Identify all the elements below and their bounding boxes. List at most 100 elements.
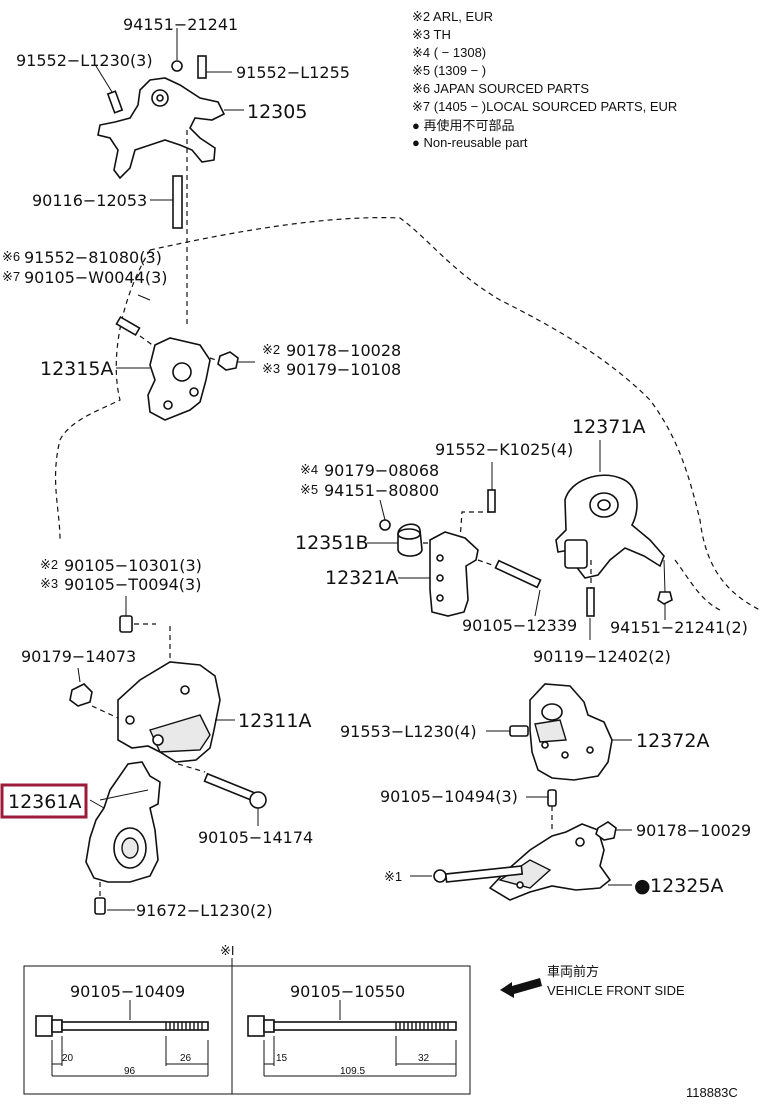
label-91552-81080: 91552−81080(3) [24,248,162,267]
bracket-12311A-group [69,596,267,826]
label-94151-21241-top: 94151−21241 [123,15,238,34]
bolt-spec-table [23,965,471,1095]
label-90179-08068: 90179−08068 [324,461,439,480]
engine-outline [54,217,760,611]
bolt-head-icon [433,869,447,883]
upper-mount-12305-group [95,28,244,325]
label-12325A: 12325A [650,875,723,897]
mount-bracket-12315A-group [115,294,255,421]
label-90178-10029: 90178−10029 [636,821,751,840]
mark-3b: ※3 [40,576,58,591]
label-91552-L1230: 91552−L1230(3) [16,51,153,70]
mark-3a: ※3 [262,361,280,376]
nut-90178-10029-icon [595,821,617,841]
label-90105-14174: 90105−14174 [198,828,313,847]
label-90179-10108: 90179−10108 [286,360,401,379]
notes-block: ※2 ARL, EUR ※3 TH ※4 ( − 1308) ※5 (1309 … [412,9,677,150]
dim-b2-head: 15 [276,1053,288,1064]
bolt-90105-12339-icon [494,559,542,589]
bolt-91672-L1230-icon [94,897,106,915]
label-91552-L1255: 91552−L1255 [236,63,350,82]
bolt-91552-K1025-icon [487,489,496,513]
note-non-reusable-jp: ● 再使用不可部品 [412,118,514,133]
bolt-spec-90105-10550: 90105−10550 15 32 109.5 [247,982,457,1077]
note-2: ※2 ARL, EUR [412,9,493,24]
washer-90179-08068-icon [379,519,391,531]
front-arrow-icon [500,978,542,998]
bolt-91553-L1230-icon [509,725,529,737]
direction-jp: 車両前方 [547,964,599,979]
label-12371A: 12371A [572,416,645,438]
label-12305: 12305 [247,101,307,123]
nut-90179-14073-icon [69,683,93,707]
dim-b1-length: 96 [124,1066,136,1077]
label-90178-10028: 90178−10028 [286,341,401,360]
label-91672-L1230: 91672−L1230(2) [136,901,273,920]
mount-hole-icon [172,362,192,382]
bracket-12372A-group [486,683,632,781]
bolt-90105-10301-icon [119,615,133,633]
nut-94151-21241-icon [657,591,673,605]
mount-12361A-group [85,761,161,915]
bracket-12325A-group [410,789,632,901]
bolt-90119-12402-icon [586,587,595,617]
figure-id: 118883C [686,1085,738,1100]
dim-b2-thread: 32 [418,1053,430,1064]
bolt-91552-L1230-icon [106,90,124,114]
mark-5: ※5 [300,482,318,497]
label-90119-12402: 90119−12402(2) [533,647,671,666]
mark-2a: ※2 [262,342,280,357]
label-12372A: 12372A [636,730,709,752]
note-6: ※6 JAPAN SOURCED PARTS [412,81,589,96]
dim-b1-thread: 26 [180,1053,192,1064]
label-94151-21241: 94151−21241(2) [610,618,748,637]
highlight-box-12361A[interactable] [0,783,88,819]
label-94151-80800: 94151−80800 [324,481,439,500]
label-90105-T0094: 90105−T0094(3) [64,575,201,594]
label-90105-10494: 90105−10494(3) [380,787,518,806]
bolt-head-icon [247,1015,265,1037]
mount-bracket-12321A[interactable] [429,531,479,617]
mark-4: ※4 [300,462,318,477]
label-91552-K1025: 91552−K1025(4) [435,440,573,459]
mark-7: ※7 [2,269,20,284]
bolt-head-icon [35,1015,53,1037]
note-non-reusable-en: ● Non-reusable part [412,135,528,150]
label-90179-14073: 90179−14073 [21,647,136,666]
note-5: ※5 (1309 − ) [412,63,486,78]
stud-bolt-90116-12053-icon [172,175,183,229]
bolt-spec-90105-10409: 90105−10409 20 26 96 [35,982,209,1077]
label-90105-W0044: 90105−W0044(3) [24,268,168,287]
label-90105-10550: 90105−10550 [290,982,405,1001]
vehicle-front-direction: 車両前方 VEHICLE FRONT SIDE [500,964,685,998]
mark-1b: ※I [220,943,235,958]
dim-b2-length: 109.5 [340,1066,365,1077]
bolt-90105-W0044-icon [115,315,141,337]
label-12311A: 12311A [238,710,311,732]
bolt-90105-10409-or-10550-icon [444,865,524,883]
label-12321A: 12321A [325,567,398,589]
bolt-90105-10494-icon [547,789,557,807]
label-12361A[interactable]: 12361A [8,791,81,813]
mark-1a: ※1 [384,869,402,884]
bolt-91552-L1255-icon [197,55,207,79]
non-reusable-dot: ● [634,875,651,897]
mount-bracket-12325A[interactable] [488,823,612,901]
label-12315A: 12315A [40,358,113,380]
note-3: ※3 TH [412,27,451,42]
note-4: ※4 ( − 1308) [412,45,486,60]
nut-icon [171,60,183,72]
label-91553-L1230: 91553−L1230(4) [340,722,477,741]
direction-en: VEHICLE FRONT SIDE [547,983,685,998]
note-7: ※7 (1405 − )LOCAL SOURCED PARTS, EUR [412,99,677,114]
label-90105-10301: 90105−10301(3) [64,556,202,575]
mount-12371A-group [555,440,721,640]
bracket-12321A-group [367,462,542,617]
label-90105-10409: 90105−10409 [70,982,185,1001]
nut-90178-10028-icon [217,351,239,371]
engine-mount-bracket-12305[interactable] [97,77,226,180]
mark-6: ※6 [2,249,20,264]
bolt-shank [273,1021,457,1031]
mark-2b: ※2 [40,557,58,572]
